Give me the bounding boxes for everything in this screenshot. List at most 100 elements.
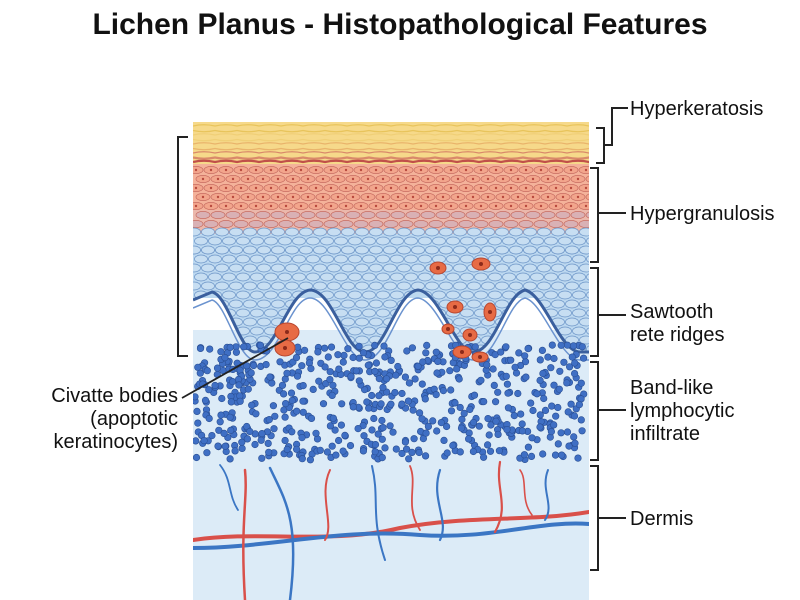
keratinocyte xyxy=(516,236,530,246)
keratinocyte xyxy=(327,281,341,291)
keratohyalin-granule xyxy=(351,195,355,199)
granular-cell xyxy=(330,211,346,219)
lymphocyte xyxy=(389,428,397,436)
keratinocyte xyxy=(306,308,320,318)
lymphocyte xyxy=(401,373,410,381)
keratohyalin-granule xyxy=(456,195,460,199)
lymphocyte xyxy=(547,364,555,372)
keratohyalin-granule xyxy=(569,186,573,190)
lymphocyte xyxy=(451,399,459,407)
keratinocyte xyxy=(467,281,481,291)
label-band-like-infiltrate: Band-like lymphocytic infiltrate xyxy=(630,377,734,446)
keratohyalin-granule xyxy=(524,168,528,172)
granular-cell xyxy=(323,220,339,228)
keratinocyte xyxy=(460,272,474,282)
lymphocyte xyxy=(439,387,448,395)
keratohyalin-granule xyxy=(276,195,280,199)
lymphocyte xyxy=(440,436,448,445)
lymphocyte xyxy=(484,415,492,423)
keratinocyte xyxy=(404,236,418,246)
lymphocyte xyxy=(256,341,265,349)
keratohyalin-granule xyxy=(261,195,265,199)
keratohyalin-granule xyxy=(569,168,573,172)
keratinocyte xyxy=(411,299,425,309)
lymphocyte xyxy=(571,359,579,367)
keratinocyte xyxy=(348,326,362,336)
lymphocyte xyxy=(490,381,498,390)
keratinocyte xyxy=(341,263,355,273)
lymphocyte xyxy=(477,376,485,384)
keratohyalin-granule xyxy=(246,195,250,199)
keratin-fiber xyxy=(193,138,589,142)
lymphocyte xyxy=(281,413,289,421)
lymphocyte xyxy=(470,391,479,399)
keratin-fiber xyxy=(193,129,589,133)
lymphocyte xyxy=(328,391,336,400)
lymphocyte xyxy=(408,448,416,457)
blood-vessel xyxy=(193,521,589,550)
keratinocyte xyxy=(250,326,264,336)
keratinocyte xyxy=(558,254,572,264)
granular-cell xyxy=(193,220,204,228)
lymphocyte xyxy=(309,385,317,394)
keratinocyte xyxy=(201,317,215,327)
keratinocyte xyxy=(299,263,313,273)
lymphocyte xyxy=(564,408,572,416)
keratinocyte xyxy=(320,272,334,282)
keratinocyte xyxy=(565,281,579,291)
lymphocyte xyxy=(489,365,497,373)
keratohyalin-granule xyxy=(261,177,265,181)
lymphocyte xyxy=(507,356,515,364)
lymphocyte xyxy=(299,382,307,390)
lymphocyte xyxy=(281,436,289,445)
lymphocyte xyxy=(352,367,360,375)
lymphocyte xyxy=(536,376,544,385)
lymphocyte xyxy=(418,380,426,388)
keratinocyte xyxy=(257,299,271,309)
lymphocyte xyxy=(487,421,495,429)
keratinocyte xyxy=(460,254,474,264)
lymphocyte xyxy=(337,421,346,429)
keratohyalin-granule xyxy=(329,204,333,208)
lymphocyte xyxy=(550,381,558,389)
granular-cell xyxy=(548,220,564,228)
lymphocyte xyxy=(423,341,431,350)
keratinocyte xyxy=(313,245,327,255)
lymphocyte xyxy=(221,354,229,362)
lymphocyte xyxy=(250,361,258,370)
keratohyalin-granule xyxy=(284,168,288,172)
keratinocyte xyxy=(369,263,383,273)
lymphocyte xyxy=(251,440,259,449)
lymphocyte xyxy=(257,436,265,444)
lymphocyte xyxy=(422,452,430,460)
keratinocyte xyxy=(285,245,299,255)
keratinocyte xyxy=(460,236,474,246)
keratinocyte xyxy=(446,272,460,282)
keratin-fiber xyxy=(193,147,589,151)
lymphocyte xyxy=(554,403,562,412)
keratinocyte xyxy=(572,326,586,336)
keratinocyte xyxy=(222,272,236,282)
lymphocyte xyxy=(529,406,537,415)
lymphocyte xyxy=(485,431,493,439)
keratinocyte xyxy=(215,263,229,273)
lymphocyte xyxy=(214,442,222,450)
keratinocyte xyxy=(236,254,250,264)
lymphocyte xyxy=(335,436,343,445)
keratinocyte xyxy=(376,254,390,264)
lymphocyte xyxy=(494,430,502,439)
granular-cell xyxy=(383,220,399,228)
keratinocyte xyxy=(551,245,565,255)
lymphocyte xyxy=(205,386,213,394)
keratinocyte xyxy=(544,272,558,282)
lymphocyte xyxy=(381,444,389,452)
granular-cell xyxy=(195,211,211,219)
keratinocyte xyxy=(271,263,285,273)
keratinocyte xyxy=(523,245,537,255)
keratohyalin-granule xyxy=(269,204,273,208)
lymphocyte xyxy=(503,380,512,388)
lymphocyte xyxy=(200,437,208,445)
keratinocyte xyxy=(334,272,348,282)
lymphocyte xyxy=(344,345,352,353)
keratinocyte xyxy=(390,236,404,246)
